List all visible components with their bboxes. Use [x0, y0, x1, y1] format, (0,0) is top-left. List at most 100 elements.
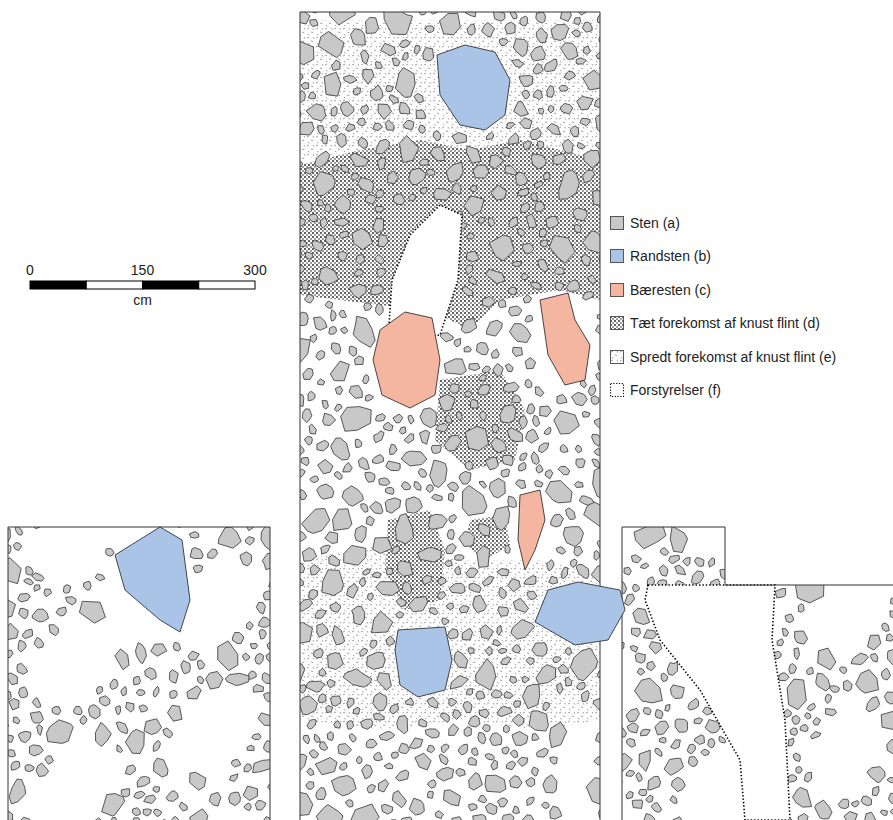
stone [533, 415, 540, 427]
stone [314, 317, 328, 330]
stone [856, 670, 879, 694]
stone [419, 719, 427, 727]
stone [513, 645, 521, 653]
stone [616, 753, 632, 772]
stone [230, 774, 238, 782]
stone [339, 310, 347, 317]
stone [246, 621, 253, 629]
stone [362, 765, 373, 779]
stone [198, 677, 204, 684]
stone [872, 786, 879, 796]
stone [349, 284, 366, 299]
stone [592, 459, 600, 468]
stone [550, 757, 558, 764]
stone [438, 592, 446, 600]
stone [243, 786, 257, 801]
stone [614, 776, 623, 784]
stone [581, 254, 591, 266]
stone [193, 565, 203, 572]
stone [18, 731, 31, 742]
stone [491, 438, 507, 453]
stone [438, 577, 446, 585]
stone [306, 782, 314, 790]
stone [309, 590, 318, 600]
stone [523, 243, 534, 253]
stone [594, 448, 600, 455]
stone [788, 775, 797, 783]
stone [583, 170, 595, 183]
stone [466, 689, 473, 696]
stone [649, 642, 662, 654]
stone [373, 538, 392, 554]
stone [511, 60, 523, 68]
stone [18, 640, 26, 652]
stone [339, 231, 348, 238]
stone [493, 506, 510, 530]
stone [533, 90, 542, 100]
stone [338, 251, 348, 261]
stone [384, 763, 393, 769]
stone [325, 301, 332, 308]
stone [584, 501, 600, 530]
stone [375, 255, 385, 265]
stone [520, 16, 528, 26]
stone [633, 608, 650, 624]
stone [559, 170, 580, 199]
stone [365, 472, 375, 482]
stone [428, 791, 434, 798]
stone [532, 642, 547, 656]
stone [324, 204, 331, 213]
stone [310, 565, 320, 576]
stone [531, 193, 538, 202]
stone [313, 172, 335, 196]
stone [491, 185, 507, 200]
stone [29, 745, 43, 756]
stone [244, 764, 252, 772]
stone [465, 265, 473, 275]
stone [868, 635, 881, 650]
kerb-stone [115, 527, 190, 632]
stone [525, 379, 532, 388]
stone [258, 617, 270, 627]
stone [596, 142, 600, 149]
stone [542, 802, 550, 808]
stone [300, 41, 314, 65]
stone [526, 657, 534, 665]
stone [502, 814, 514, 820]
stone [30, 712, 43, 723]
stone [455, 555, 464, 561]
stone [891, 597, 893, 604]
stone [525, 358, 536, 369]
stone [670, 526, 687, 552]
stone [777, 639, 784, 646]
stone [644, 630, 657, 639]
stone [334, 720, 341, 728]
stone [469, 583, 481, 592]
stone [11, 761, 20, 770]
stone [300, 792, 313, 816]
stone [469, 773, 483, 791]
stone [429, 514, 448, 529]
stone [361, 105, 369, 114]
stone [513, 598, 528, 612]
stone [826, 709, 837, 716]
stone [477, 546, 490, 567]
stone [507, 123, 515, 129]
stone [441, 713, 450, 722]
stone [643, 708, 651, 715]
stone [508, 496, 517, 507]
stone [409, 194, 417, 201]
unit-label: cm [133, 292, 152, 308]
stone [566, 508, 576, 520]
stone [525, 315, 533, 322]
stone [366, 516, 374, 526]
stone [593, 191, 600, 206]
stone [464, 727, 471, 737]
stone [510, 12, 517, 19]
stone [349, 734, 356, 742]
stone [425, 729, 439, 738]
stone [266, 652, 270, 662]
stone [409, 738, 422, 749]
stone [581, 690, 589, 701]
stone [311, 279, 318, 285]
